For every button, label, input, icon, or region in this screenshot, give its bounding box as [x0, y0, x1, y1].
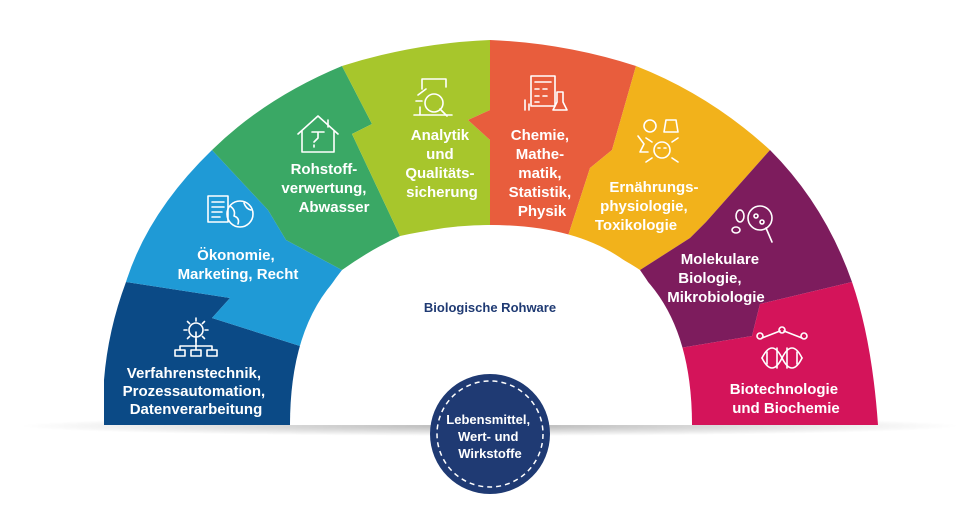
segment-analytik	[342, 40, 490, 236]
product-badge: Lebensmittel, Wert- und Wirkstoffe	[430, 374, 550, 494]
label-analytik: Analytik und Qualitäts- sicherung	[405, 127, 478, 201]
segment-oekonomie	[126, 150, 342, 346]
label-rohstoff: Rohstoff- verwertung, Abwasser	[281, 161, 370, 216]
segment-chemie	[468, 40, 636, 236]
badge-circle	[430, 374, 550, 494]
arc-segments	[104, 40, 878, 425]
label-chemie: Chemie, Mathe- matik, Statistik, Physik	[509, 127, 576, 220]
cells-magnifier-icon	[731, 205, 773, 243]
center-label: Biologische Rohware	[424, 300, 556, 315]
label-ernaehrung: Ernährungs- physiologie, Toxikologie	[595, 179, 703, 234]
badge-dashed-ring	[436, 380, 544, 488]
dna-network-icon	[756, 326, 808, 369]
label-molekular: Molekulare Biologie, Mikrobiologie	[667, 251, 765, 306]
inner-arch	[290, 225, 692, 425]
segment-verfahrenstechnik	[104, 282, 300, 425]
label-oekonomie: Ökonomie, Marketing, Recht	[178, 247, 299, 283]
segment-ernaehrung	[568, 66, 770, 270]
food-skull-icon	[637, 119, 679, 163]
badge-label: Lebensmittel, Wert- und Wirkstoffe	[446, 412, 533, 461]
label-verfahrenstechnik: Verfahrenstechnik, Prozessautomation, Da…	[123, 365, 270, 418]
label-biotech: Biotechnologie und Biochemie	[730, 381, 843, 417]
document-globe-icon	[207, 195, 254, 228]
microscope-magnifier-icon	[413, 78, 453, 117]
gear-network-icon	[174, 317, 218, 357]
house-faucet-icon	[297, 115, 339, 153]
calculator-flask-icon	[524, 75, 568, 111]
segment-molekular	[640, 150, 852, 348]
segment-rohstoff	[212, 66, 400, 270]
segment-labels: Verfahrenstechnik, Prozessautomation, Da…	[123, 127, 843, 418]
